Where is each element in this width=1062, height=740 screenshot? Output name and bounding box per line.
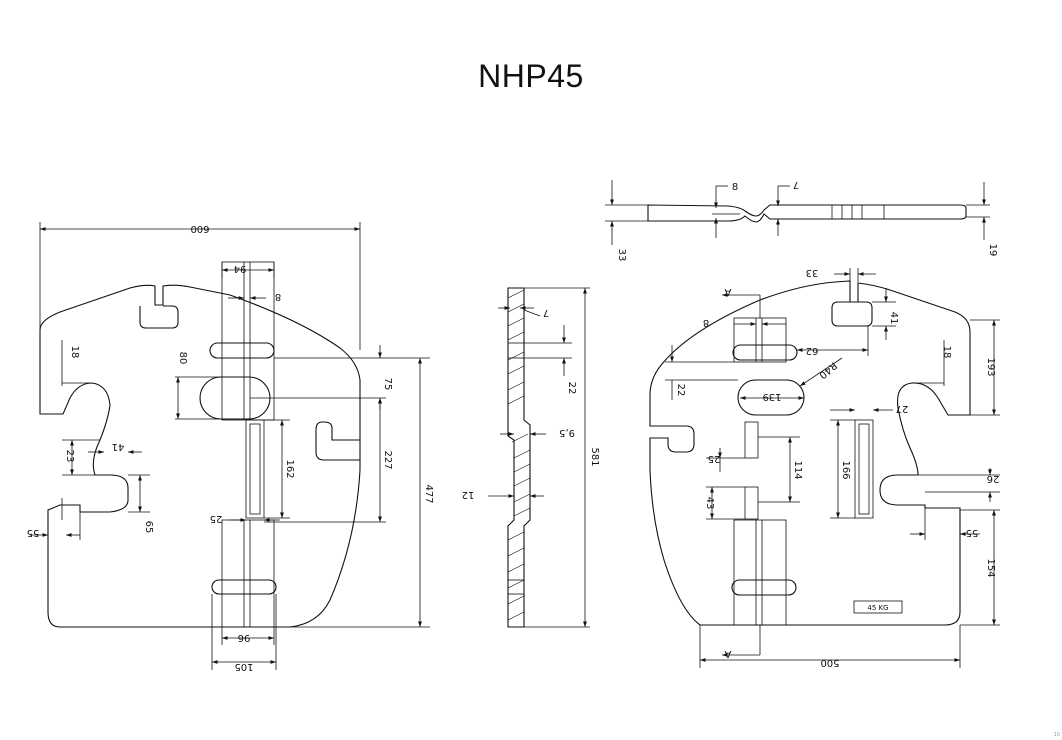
dim-25: 25 [210,513,223,524]
section-mark-a-top: A [724,286,731,297]
right-slot-lower [744,486,759,520]
dim-55-left: 55 [27,527,40,538]
dim-8-right: 8 [703,317,709,328]
dim-41-right: 41 [888,312,899,325]
dim-23: 23 [64,450,75,463]
dim-43: 43 [704,497,715,510]
section-outline [507,287,531,628]
weight-label: 45 KG [867,604,888,612]
dim-94: 94 [234,263,247,274]
right-slot-upper [744,421,759,459]
dim-8: 8 [275,291,281,302]
dim-22-right: 22 [675,384,686,397]
right-oval-hole [737,379,805,416]
dim-r40: R40 [817,359,839,380]
left-view: 600 94 8 18 80 75 227 477 162 25 [27,222,434,672]
right-handle-slot-lower [731,579,797,596]
top-view: 33 19 8 7 [605,179,998,261]
left-upper-channel [221,261,275,421]
dim-9-5: 9,5 [559,427,575,438]
dim-8-top: 8 [732,182,738,193]
dim-154: 154 [985,558,996,577]
dim-227: 227 [382,450,393,469]
right-plate-outline [649,280,971,626]
dim-33-top: 33 [616,249,627,262]
right-top-notch [831,301,873,327]
dim-25-right: 25 [708,453,721,464]
dim-139: 139 [762,391,781,402]
dim-75: 75 [382,378,393,391]
left-plate-outline [39,284,361,628]
dim-162: 162 [284,459,295,478]
section-hatching [507,289,531,621]
dim-26: 26 [987,473,1000,484]
dim-500: 500 [820,657,839,668]
dim-477: 477 [423,484,434,503]
right-upper-channel [733,317,787,363]
left-handle-slot-lower [211,579,277,595]
dim-33-right: 33 [806,267,819,278]
right-view: 45 KG A A 33 8 41 62 193 18 R40 [649,267,1000,668]
dim-114: 114 [792,460,803,479]
dim-581: 581 [589,447,600,466]
dim-41: 41 [112,441,125,452]
dim-65: 65 [143,521,154,534]
left-handle-slot-upper [209,342,275,359]
left-lower-channel [221,519,275,628]
dim-80: 80 [177,352,188,365]
dim-105: 105 [234,661,253,672]
section-mark-a-bottom: A [724,648,731,659]
weight-label-plate [853,600,903,614]
drawing-title: NHP45 [478,58,584,94]
section-view: 581 7 22 9,5 12 [462,287,600,628]
dim-166: 166 [840,460,851,479]
dim-7-top: 7 [793,179,799,190]
dim-600: 600 [190,223,209,234]
dim-62: 62 [806,345,819,356]
dim-18: 18 [69,346,80,359]
left-right-notch [315,421,360,461]
right-handle-slot-upper [732,344,798,361]
top-plate-profile [647,204,967,223]
dim-55-right: 55 [966,527,979,538]
dim-12: 12 [462,489,475,500]
corner-mark: 10 [1053,732,1060,738]
left-top-notch [139,305,179,329]
left-vertical-slot [245,419,265,519]
dim-193: 193 [985,357,996,376]
dim-7-section: 7 [543,307,549,318]
right-lower-channel [733,519,787,626]
dim-22-section: 22 [566,382,577,395]
right-long-slot [854,419,874,519]
dim-19-top: 19 [987,244,998,257]
dim-96: 96 [238,632,251,643]
dim-27: 27 [896,403,909,414]
dim-18-right: 18 [941,346,952,359]
